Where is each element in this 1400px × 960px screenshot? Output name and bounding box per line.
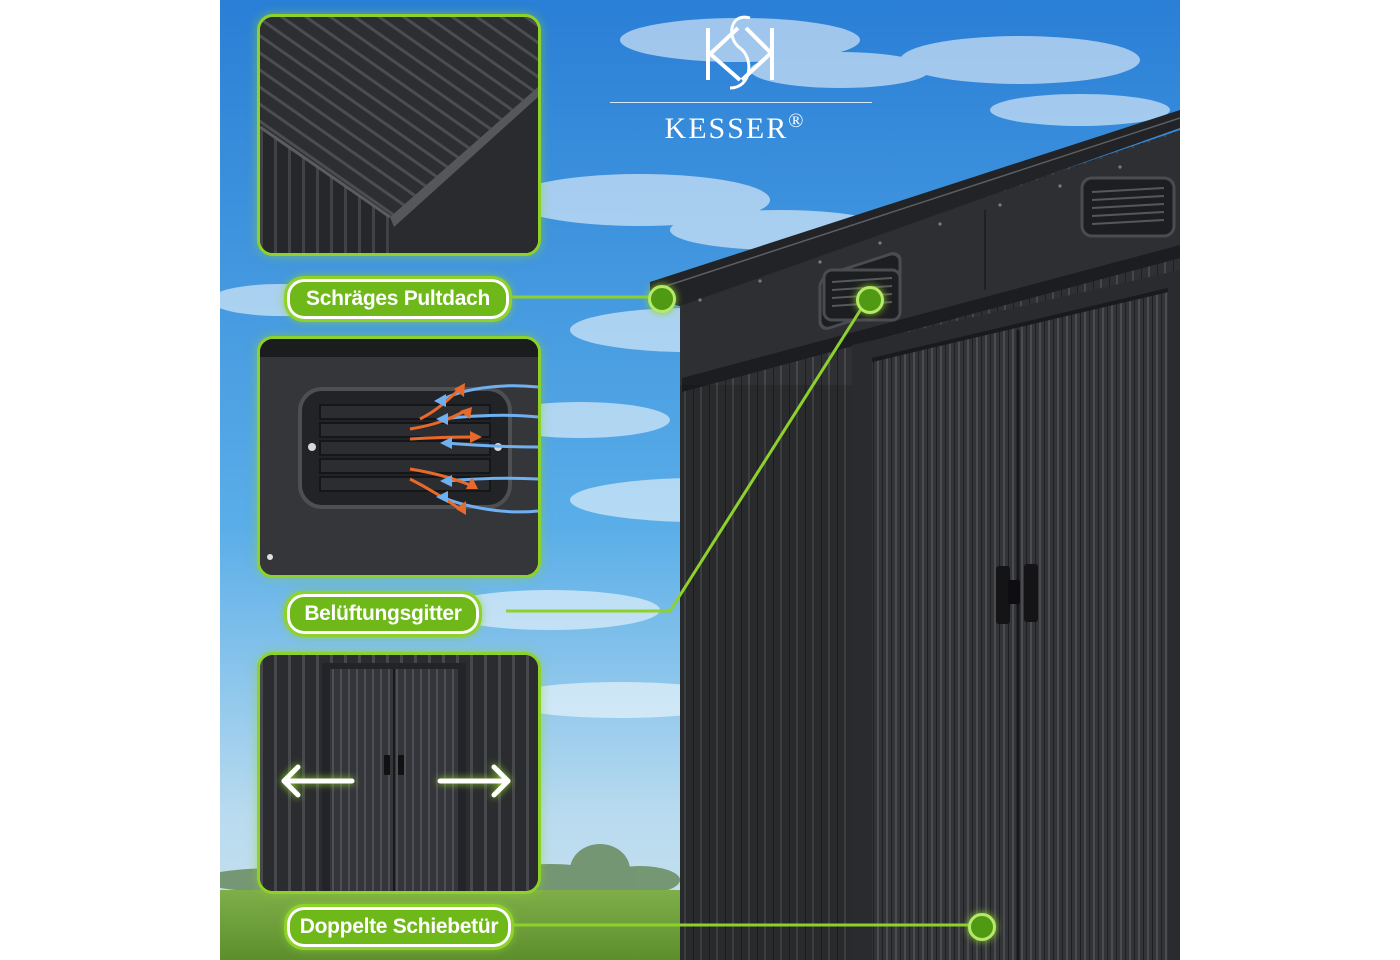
- door-marker-dot: [968, 913, 996, 941]
- sliding-door-detail-icon: [260, 655, 538, 891]
- roof-detail-panel: [257, 14, 541, 256]
- sloped-roof-detail-icon: [260, 17, 538, 253]
- feature-label-roof: Schräges Pultdach: [284, 276, 512, 322]
- vent-grille-detail-icon: [260, 339, 538, 575]
- roof-marker-dot: [648, 285, 676, 313]
- ks-monogram-icon: [706, 15, 774, 90]
- vent-detail-panel: [257, 336, 541, 578]
- brand-name: KESSER: [664, 112, 789, 145]
- shed-scene: [220, 0, 1180, 960]
- registered-mark: ®: [788, 110, 806, 132]
- brand-divider: [610, 102, 872, 103]
- brand-wordmark: KESSER®: [610, 110, 860, 146]
- feature-label-door: Doppelte Schiebetür: [284, 904, 514, 950]
- product-image: KESSER®: [220, 0, 1180, 960]
- door-detail-panel: [257, 652, 541, 894]
- vent-marker-dot: [856, 286, 884, 314]
- feature-label-vent: Belüftungsgitter: [284, 591, 482, 637]
